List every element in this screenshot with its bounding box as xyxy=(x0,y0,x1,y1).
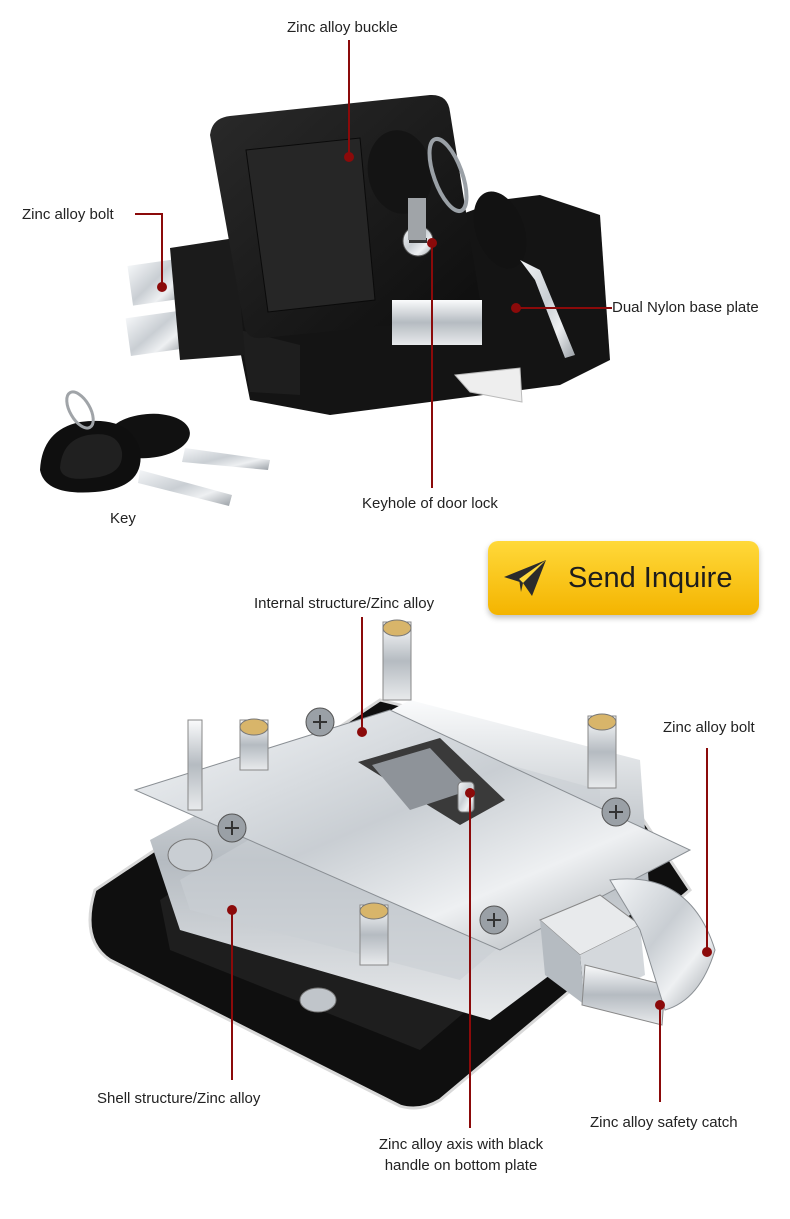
label-internal: Internal structure/Zinc alloy xyxy=(254,595,435,612)
paper-plane-icon xyxy=(504,560,546,596)
label-buckle: Zinc alloy buckle xyxy=(287,19,398,36)
label-bolt-bottom: Zinc alloy bolt xyxy=(663,719,755,736)
chrome-mechanism-photo xyxy=(88,619,716,1110)
label-safety-catch: Zinc alloy safety catch xyxy=(590,1114,738,1131)
label-keyhole: Keyhole of door lock xyxy=(362,495,498,512)
label-bolt-top: Zinc alloy bolt xyxy=(22,206,114,223)
keys-photo xyxy=(40,390,270,506)
callout-dots xyxy=(157,152,712,1010)
callout-lines xyxy=(135,40,708,1128)
label-base-plate: Dual Nylon base plate xyxy=(612,299,759,316)
black-latch-photo xyxy=(125,94,610,415)
label-shell: Shell structure/Zinc alloy xyxy=(97,1090,261,1107)
send-inquire-button[interactable]: Send Inquire xyxy=(488,541,759,615)
send-inquire-label: Send Inquire xyxy=(568,562,733,594)
label-axis-line2: handle on bottom plate xyxy=(384,1157,538,1174)
label-key: Key xyxy=(110,510,136,527)
label-axis-line1: Zinc alloy axis with black xyxy=(378,1136,544,1153)
